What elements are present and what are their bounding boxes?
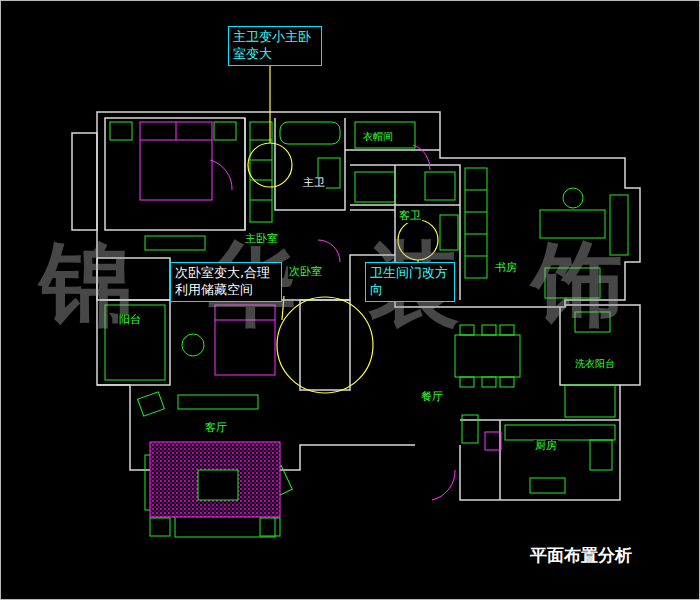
- callout-box: 主卫变小主卧室变大: [228, 26, 322, 66]
- callout-box: 次卧室变大,合理利用储藏空间: [170, 262, 282, 302]
- callout-text: 次卧室变大,合理利用储藏空间: [175, 265, 277, 299]
- room-label: 主卧室: [244, 233, 279, 246]
- room-label: 阳台: [118, 314, 142, 327]
- callout-box: 卫生间门改方向: [365, 262, 455, 302]
- room-label: 书房: [494, 262, 518, 275]
- room-label: 衣帽间: [362, 131, 394, 143]
- room-label: 洗衣阳台: [574, 358, 616, 370]
- room-label: 厨房: [534, 440, 558, 453]
- room-label: 主卫: [302, 177, 326, 190]
- room-label: 客卫: [398, 210, 422, 223]
- callout-text: 主卫变小主卧室变大: [233, 29, 317, 63]
- callout-text: 卫生间门改方向: [370, 265, 450, 299]
- room-label: 餐厅: [420, 391, 444, 404]
- plan-title: 平面布置分析: [530, 546, 632, 566]
- room-label: 次卧室: [288, 266, 323, 279]
- room-label: 客厅: [204, 422, 228, 435]
